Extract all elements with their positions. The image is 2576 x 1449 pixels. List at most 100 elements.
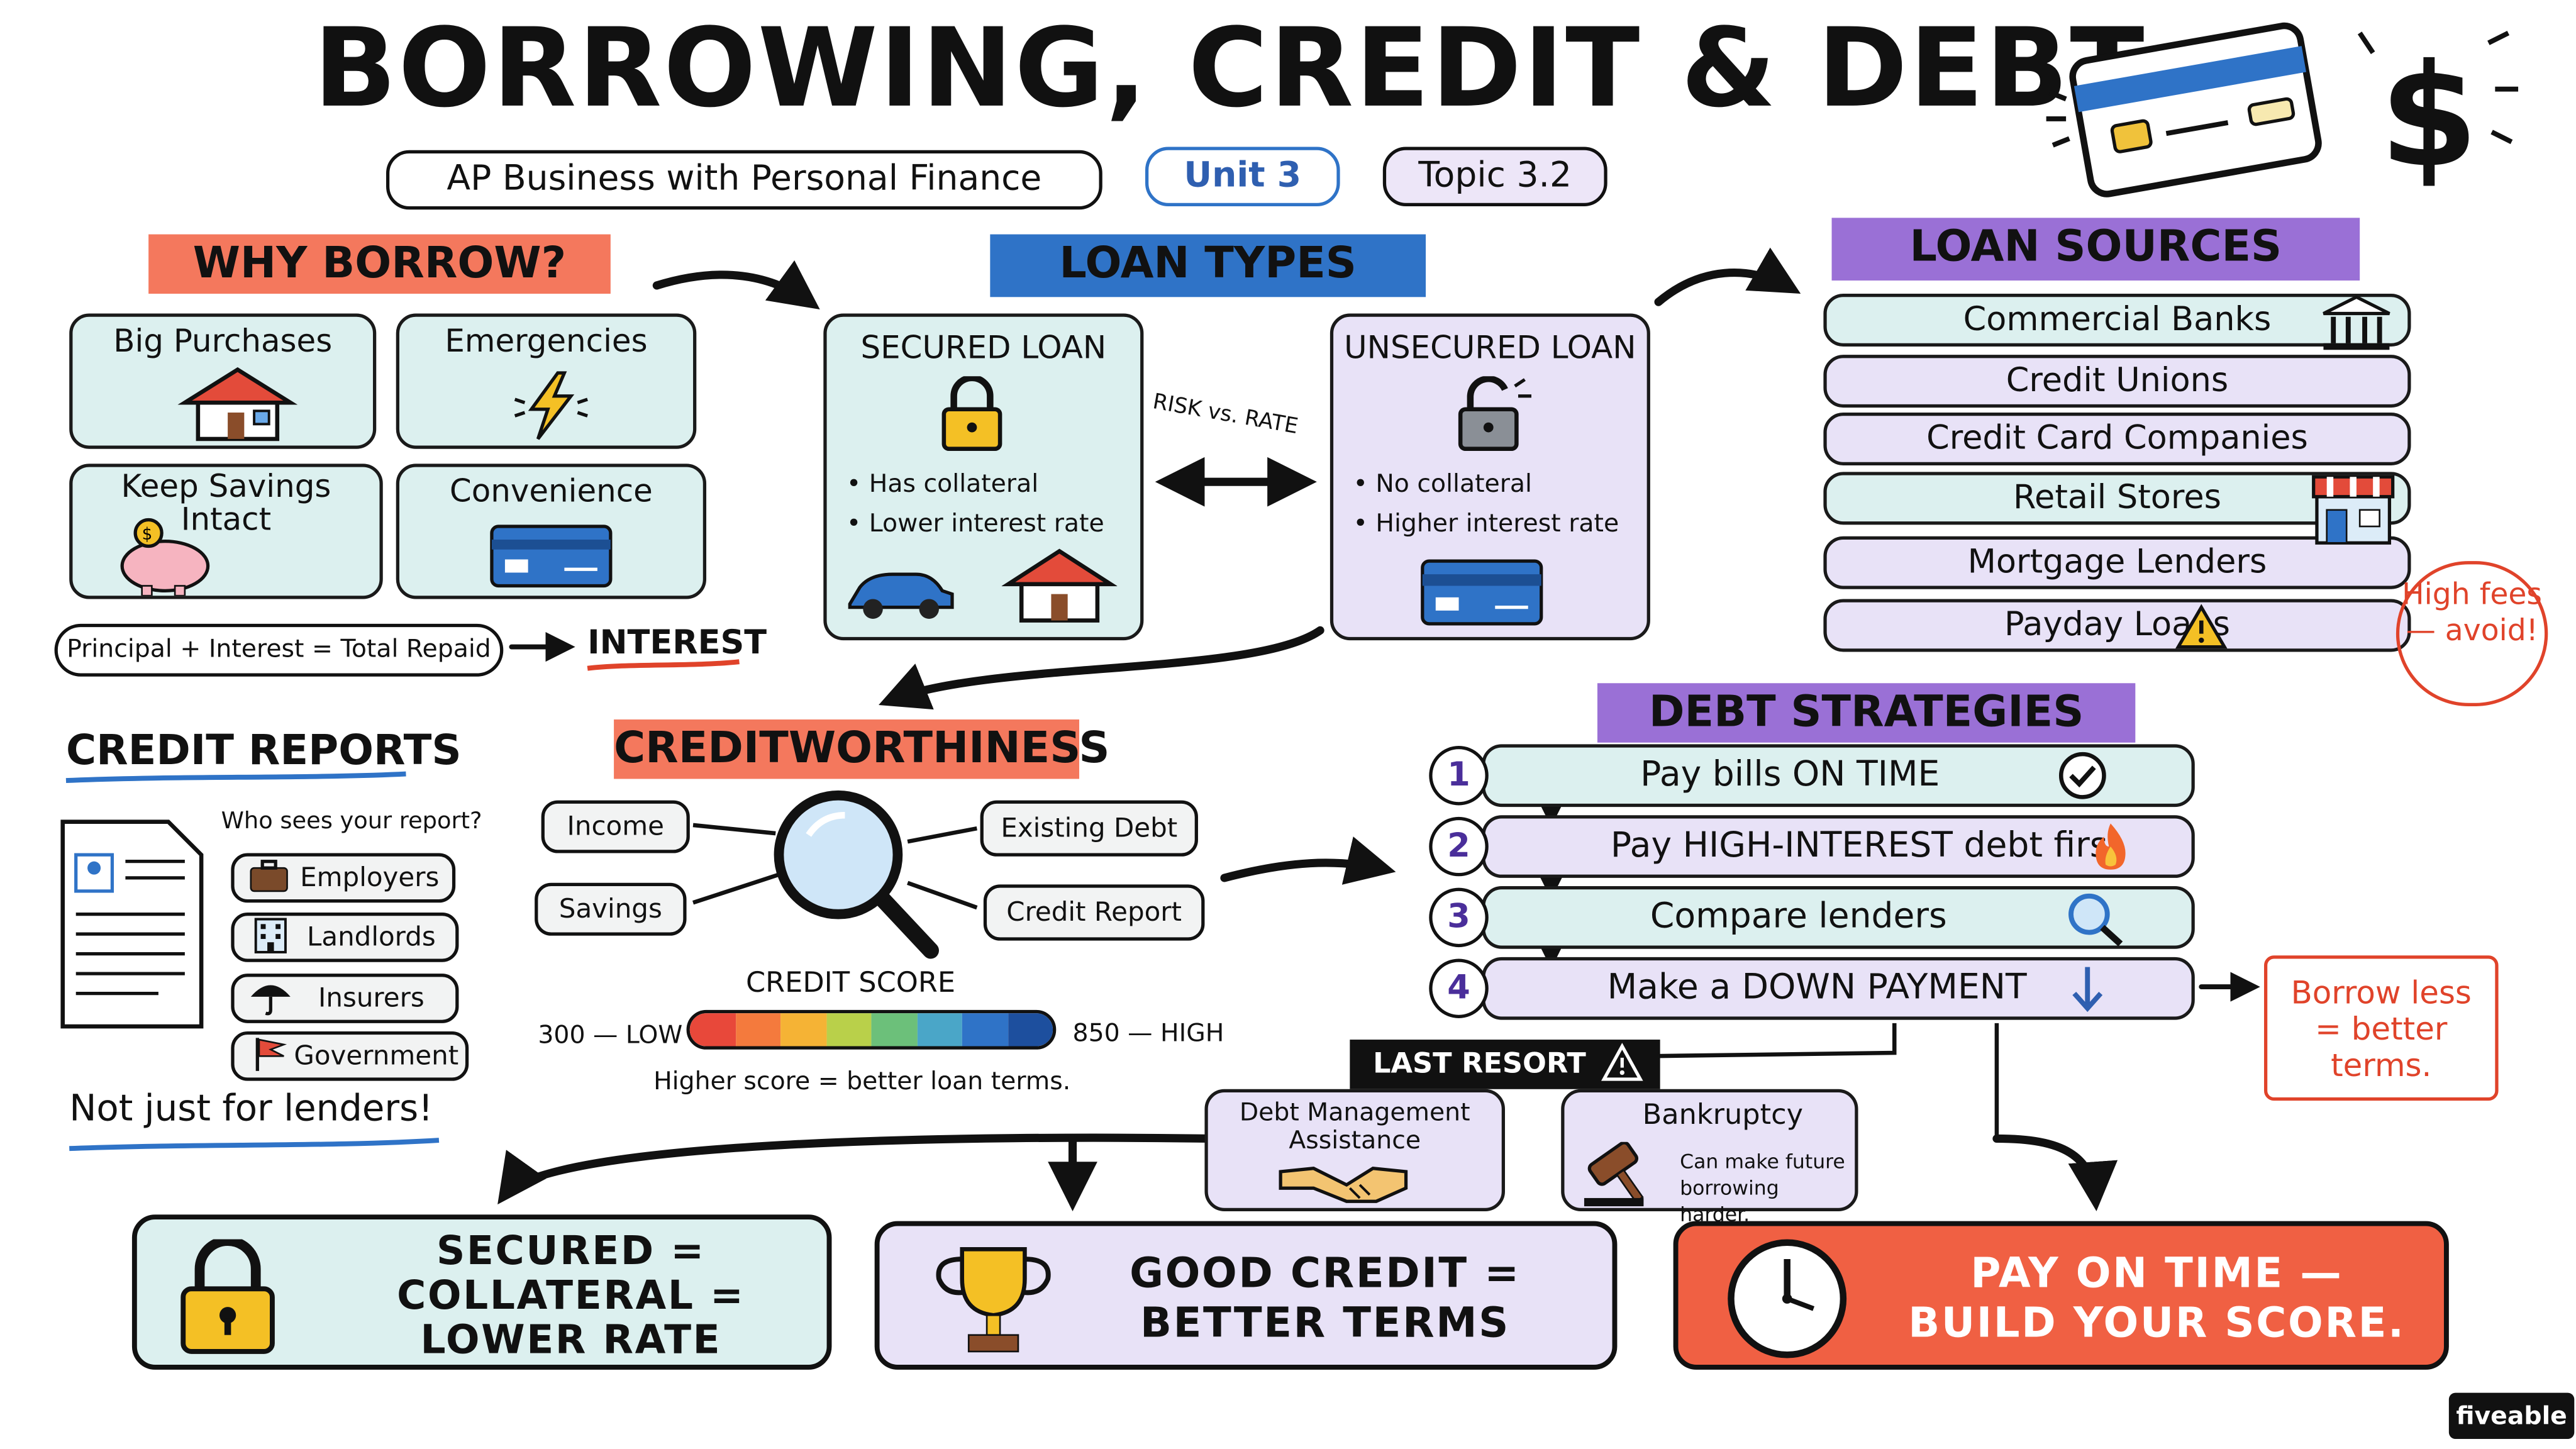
storefront-icon	[2307, 467, 2399, 547]
reason-emergencies: Emergencies	[396, 313, 697, 449]
viewer-insurers: Insurers	[231, 974, 459, 1023]
credit-score-gradient-bar	[686, 1009, 1057, 1050]
secured-point-1: • Has collateral	[847, 469, 1039, 499]
interest-label: INTEREST	[587, 622, 767, 662]
loan-types-banner: LOAN TYPES	[990, 234, 1426, 297]
score-high-label: 850 — HIGH	[1072, 1018, 1224, 1048]
dollar-sign-icon: $	[2343, 23, 2525, 188]
last-resort-label: LAST RESORT	[1350, 1040, 1660, 1089]
down-arrow-icon	[2069, 963, 2106, 1013]
strategy-step-4: Make a DOWN PAYMENT	[1482, 957, 2195, 1020]
report-document-icon	[56, 815, 208, 1033]
source-commercial-banks: Commercial Banks	[1823, 294, 2411, 347]
handshake-icon	[1274, 1155, 1413, 1208]
arrow-types-to-sources	[1654, 247, 1801, 306]
secured-loan-title: SECURED LOAN	[860, 330, 1107, 367]
step-number-2: 2	[1429, 816, 1489, 877]
svg-text:$: $	[2380, 34, 2479, 188]
interest-underline	[587, 659, 740, 671]
credit-score-label: CREDIT SCORE	[746, 967, 956, 1001]
unsecured-loan-title: UNSECURED LOAN	[1344, 330, 1636, 367]
magnifier-spoke-2	[692, 872, 780, 905]
reason-label: Keep Savings Intact	[121, 469, 331, 538]
warning-icon	[2175, 604, 2228, 650]
credit-reports-heading: CREDIT REPORTS	[65, 726, 462, 774]
arrow-types-to-credit	[879, 626, 1324, 710]
credit-card-icon	[1419, 558, 1545, 627]
lock-icon	[939, 376, 1005, 452]
debt-strategies-banner: DEBT STRATEGIES	[1597, 683, 2136, 743]
viewer-government: Government	[231, 1031, 469, 1081]
payday-warning-bubble: High fees — avoid!	[2396, 561, 2548, 707]
score-low-label: 300 — LOW	[538, 1019, 683, 1050]
step-number-3: 3	[1429, 887, 1489, 948]
source-mortgage-lenders: Mortgage Lenders	[1823, 536, 2411, 589]
debt-management-card: Debt Management Assistance	[1204, 1089, 1505, 1211]
magnifier-spoke-3	[907, 826, 977, 844]
takeaway-text: GOOD CREDIT = BETTER TERMS	[1130, 1249, 1521, 1347]
unsecured-point-1: • No collateral	[1353, 469, 1533, 499]
lightning-icon	[508, 370, 594, 442]
clock-icon	[1724, 1236, 1850, 1361]
piggy-bank-icon: $	[99, 516, 218, 596]
takeaway-text: SECURED = COLLATERAL = LOWER RATE	[397, 1228, 745, 1363]
reason-keep-savings: Keep Savings Intact $	[69, 464, 383, 599]
credit-card-icon	[489, 523, 614, 589]
gavel-icon	[1577, 1141, 1667, 1208]
briefcase-icon	[248, 858, 291, 894]
source-credit-unions: Credit Unions	[1823, 355, 2411, 408]
reason-label: Convenience	[449, 474, 653, 510]
secured-loan-card: SECURED LOAN • Has collateral • Lower in…	[823, 313, 1144, 641]
unsecured-loan-card: UNSECURED LOAN • No collateral • Higher …	[1330, 313, 1650, 641]
unit-pill: Unit 3	[1145, 147, 1340, 206]
strategies-connector-left	[1650, 1023, 1897, 1058]
search-icon	[2066, 891, 2125, 947]
umbrella-icon	[248, 977, 294, 1016]
unlocked-padlock-icon	[1455, 376, 1535, 452]
takeaway-good-credit: GOOD CREDIT = BETTER TERMS	[874, 1221, 1618, 1370]
takeaway-secured: SECURED = COLLATERAL = LOWER RATE	[131, 1214, 832, 1370]
topic-pill: Topic 3.2	[1382, 147, 1607, 206]
svg-text:$: $	[142, 525, 153, 544]
reason-convenience: Convenience	[396, 464, 707, 599]
loan-sources-banner: LOAN SOURCES	[1831, 218, 2360, 281]
arrow-why-to-types	[652, 260, 820, 310]
house-icon	[175, 367, 300, 443]
trophy-icon	[926, 1243, 1061, 1358]
lenders-underline	[69, 1138, 440, 1152]
score-caption: Higher score = better loan terms.	[653, 1066, 1071, 1096]
strategy-step-3: Compare lenders	[1482, 886, 2195, 949]
dma-label: Debt Management Assistance	[1239, 1097, 1470, 1155]
step-number-4: 4	[1429, 958, 1489, 1018]
creditworthiness-banner: CREDITWORTHINESS	[614, 719, 1109, 779]
lenders-note: Not just for lenders!	[69, 1089, 433, 1131]
interest-formula: Principal + Interest = Total Repaid	[54, 623, 504, 677]
secured-point-2: • Lower interest rate	[847, 508, 1104, 538]
warning-icon	[1601, 1043, 1643, 1082]
down-payment-note: Borrow less = better terms.	[2263, 955, 2499, 1101]
course-pill: AP Business with Personal Finance	[386, 150, 1102, 210]
flag-icon	[251, 1035, 291, 1074]
factor-income: Income	[541, 800, 690, 853]
strategy-step-2: Pay HIGH-INTEREST debt first	[1482, 815, 2195, 878]
factor-existing-debt: Existing Debt	[980, 800, 1198, 857]
checkmark-icon	[2056, 749, 2109, 802]
factor-savings: Savings	[535, 882, 687, 936]
fiveable-logo: fiveable	[2448, 1392, 2575, 1440]
magnifier-spoke-1	[692, 823, 776, 836]
bank-building-icon	[2317, 294, 2396, 353]
arrow-credit-to-strategies	[1220, 836, 1396, 885]
why-borrow-banner: WHY BORROW?	[148, 234, 611, 294]
arrow-to-takeaway-1	[497, 1133, 1218, 1205]
bankruptcy-label: Bankruptcy	[1642, 1099, 1804, 1132]
fire-icon	[2086, 820, 2136, 873]
car-icon	[843, 568, 959, 621]
apartment-building-icon	[251, 916, 291, 955]
reason-label: Big Purchases	[113, 323, 333, 360]
credit-reports-underline	[65, 771, 406, 784]
takeaway-text: PAY ON TIME — BUILD YOUR SCORE.	[1908, 1249, 2406, 1347]
arrow-to-takeaway-3	[1992, 1134, 2118, 1211]
takeaway-pay-on-time: PAY ON TIME — BUILD YOUR SCORE.	[1673, 1221, 2449, 1370]
house-icon	[1001, 548, 1118, 624]
